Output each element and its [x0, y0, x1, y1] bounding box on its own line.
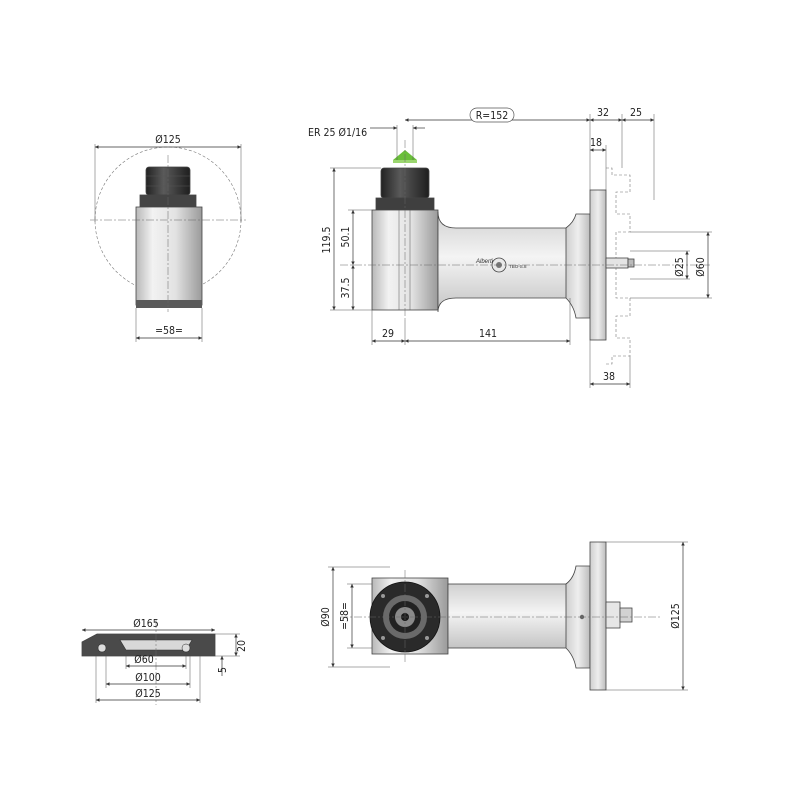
top-flange: [589, 541, 607, 691]
height-upper-label: 50.1: [340, 226, 352, 247]
front-width-label: =58=: [155, 325, 183, 337]
collet-label: ER 25 Ø1/16: [308, 127, 367, 139]
flange-thickness-label: 20: [236, 640, 248, 652]
radius-label: R=152: [476, 110, 509, 122]
dim-38-label: 38: [603, 371, 615, 383]
brand-label: Alberti: [475, 259, 494, 265]
front-view: Ø125 =58=: [90, 134, 246, 342]
bolt-hole-right: [181, 643, 191, 653]
height-total-label: 119.5: [321, 226, 333, 253]
dim-18-label: 18: [590, 137, 602, 149]
front-dia-125-label: Ø125: [155, 134, 180, 146]
top-view: Ø90 =58= Ø125: [320, 541, 688, 691]
model-label: TBO-S.8: [509, 264, 527, 269]
flange-section-view: Ø165 Ø60 Ø100 Ø125 20 5: [81, 618, 248, 705]
arm-neck: [565, 213, 591, 319]
side-view: Alberti TBO-S.8 ER 25 Ø1/16 R=152 32 25 …: [308, 107, 712, 388]
flange-step-label: 5: [217, 667, 229, 673]
height-lower-label: 37.5: [340, 277, 352, 298]
len-29-label: 29: [382, 328, 394, 340]
cylinder-base: [136, 300, 202, 308]
dim-32-label: 32: [597, 107, 609, 119]
bolt-hole-left: [97, 643, 107, 653]
dim-25-label: 25: [630, 107, 642, 119]
top-dia-125-label: Ø125: [670, 603, 682, 628]
top-width-label: =58=: [339, 602, 351, 630]
cylinder-body: [135, 206, 203, 306]
dia-25-label: Ø25: [674, 257, 686, 276]
len-141-label: 141: [479, 328, 497, 340]
flange-dia-165-label: Ø165: [133, 618, 158, 630]
flange-dia-100-label: Ø100: [135, 672, 160, 684]
top-arm: [447, 583, 569, 649]
flange-dia-125-label: Ø125: [135, 688, 160, 700]
top-dia-90-label: Ø90: [320, 607, 332, 626]
flange-dia-60-label: Ø60: [134, 654, 153, 666]
dia-60-label: Ø60: [695, 257, 707, 276]
